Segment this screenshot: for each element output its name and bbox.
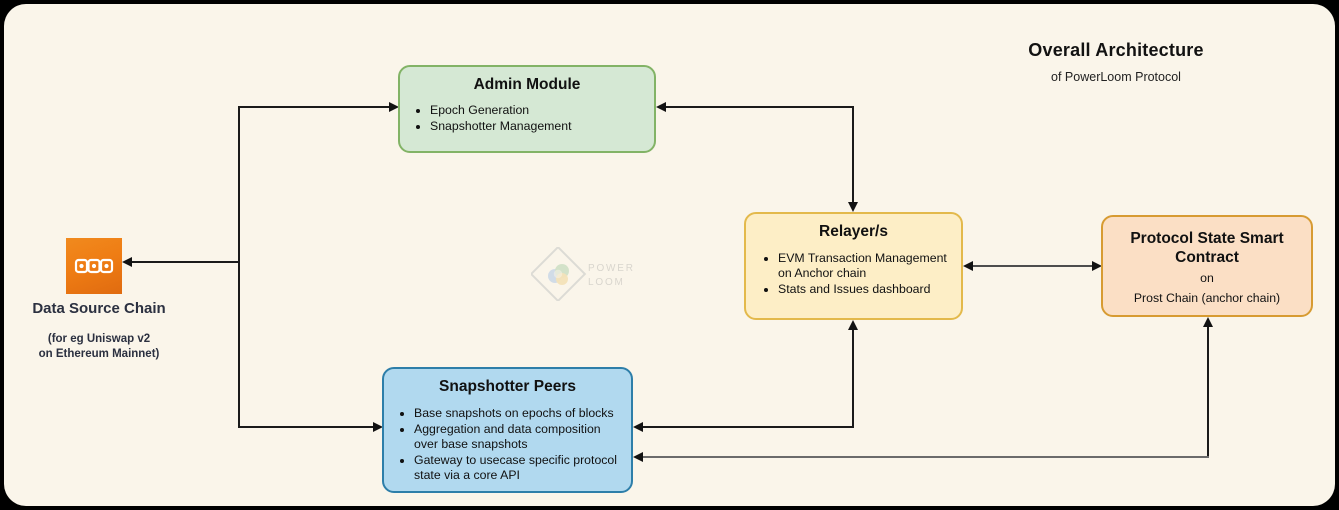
list-item: Stats and Issues dashboard [778,282,951,297]
arrowhead-into-protocolstate-bottom [1203,317,1213,327]
watermark-line2: LOOM [588,277,625,288]
list-item: Snapshotter Management [430,119,644,134]
admin-module-title: Admin Module [473,76,581,93]
protocol-state-sub-line1: on [1200,271,1214,285]
arrowhead-into-snapshotter-right-upper [633,421,643,432]
arrowhead-into-admin-module [389,101,399,112]
list-item: Epoch Generation [430,103,644,118]
snapshotter-peers-title: Snapshotter Peers [439,378,576,395]
data-source-chain-label: Data Source Chain [32,300,166,317]
list-item: Aggregation and data composition over ba… [414,422,621,452]
arrowhead-into-relayer-right [963,260,973,271]
connector-relayer-to-snapshotter [642,426,854,428]
page-subtitle: of PowerLoom Protocol [1051,70,1181,84]
arrowhead-into-relayer-top [848,202,858,212]
snapshotter-peers-list: Base snapshots on epochs of blocks Aggre… [384,406,631,483]
connector-relayer-to-admin [665,106,854,108]
relayers-title: Relayer/s [819,223,888,240]
admin-module-list: Epoch Generation Snapshotter Management [400,103,654,134]
arrowhead-into-protocolstate-left [1092,260,1102,271]
connector-relayer-protocolstate [972,265,1093,267]
page-title: Overall Architecture [1028,40,1204,60]
blockchain-link-icon [74,258,114,274]
data-source-chain-note-line2: on Ethereum Mainnet) [38,348,160,360]
connector-trunk-to-snapshotter [238,426,374,428]
data-source-chain-note-line1: (for eg Uniswap v2 [47,333,151,345]
list-item: EVM Transaction Management on Anchor cha… [778,251,951,281]
protocol-state-sub-line2: Prost Chain (anchor chain) [1133,290,1281,305]
arrowhead-into-snapshotter-right-lower [633,451,643,462]
list-item: Base snapshots on epochs of blocks [414,406,621,421]
data-source-chain-note: (for eg Uniswap v2 on Ethereum Mainnet) [4,332,194,362]
node-snapshotter-peers[interactable]: Snapshotter Peers Base snapshots on epoc… [382,367,633,493]
powerloom-logo-icon: POWER LOOM [529,245,635,303]
list-item: Gateway to usecase specific protocol sta… [414,453,621,483]
protocol-state-title: Protocol State Smart Contract [1130,230,1284,266]
data-source-chain-icon [66,238,122,294]
node-relayers[interactable]: Relayer/s EVM Transaction Management on … [744,212,963,320]
connector-elbow-to-relayer-top [852,107,854,203]
diagram-sheet: Overall Architecture of PowerLoom Protoc… [4,4,1335,506]
arrowhead-into-snapshotter-left [373,421,383,432]
arrowhead-into-data-source-chain [122,256,132,267]
node-protocol-state-smart-contract[interactable]: Protocol State Smart Contract on Prost C… [1101,215,1313,317]
node-admin-module[interactable]: Admin Module Epoch Generation Snapshotte… [398,65,656,153]
arrowhead-into-admin-module-right [656,101,666,112]
watermark-line1: POWER [588,263,635,274]
relayers-list: EVM Transaction Management on Anchor cha… [746,251,961,297]
connector-trunk-to-data-source-chain [132,261,239,263]
powerloom-watermark: POWER LOOM [529,245,651,303]
connector-protocolstate-to-snapshotter [642,456,1209,458]
connector-left-trunk [238,107,240,428]
connector-elbow-snapshotter-to-protocolstate [1207,326,1209,457]
connector-trunk-to-admin [238,106,390,108]
connector-elbow-snapshotter-to-relayer [852,329,854,427]
arrowhead-into-relayer-bottom [848,320,858,330]
